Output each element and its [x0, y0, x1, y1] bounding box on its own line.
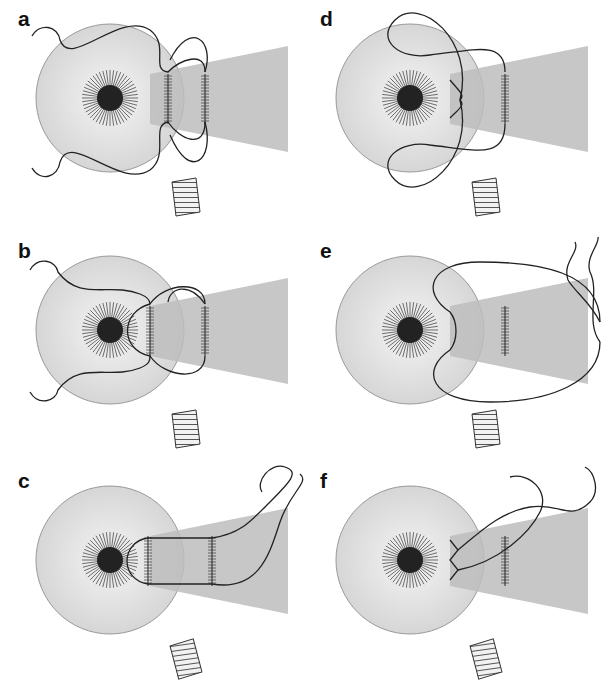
scleral-tunnel: [150, 508, 288, 614]
iris: [382, 302, 438, 358]
knife-blade: [172, 178, 200, 216]
iris: [382, 70, 438, 126]
panel-letter: d: [320, 8, 333, 29]
suture-thread: [212, 466, 292, 538]
wound-edge: [164, 74, 172, 124]
panel-letter: a: [18, 8, 30, 29]
suture-thread: [170, 122, 207, 162]
panel-letter: b: [18, 240, 31, 261]
suture-thread: [30, 356, 205, 401]
panel-letter: e: [320, 240, 332, 261]
suture-thread: [127, 538, 148, 584]
wound-edge: [501, 74, 509, 124]
eye-panel: [336, 467, 595, 680]
suture-thread: [212, 474, 303, 585]
suture-thread: [458, 467, 595, 550]
wound-edge: [501, 536, 509, 586]
suture-thread: [32, 122, 205, 177]
scleral-tunnel: [150, 278, 288, 384]
eye-globe: [336, 24, 484, 172]
suture-thread: [567, 242, 600, 322]
iris: [82, 532, 138, 588]
suture-thread: [450, 312, 456, 350]
knife-blade: [169, 638, 202, 680]
iris: [382, 532, 438, 588]
knife-blade: [172, 410, 200, 448]
suture-thread: [170, 38, 207, 72]
eye-panel: [36, 466, 303, 680]
suture-thread: [450, 540, 458, 580]
knife-blade: [472, 178, 500, 216]
suture-thread: [388, 13, 505, 100]
wound-edge: [144, 536, 152, 586]
panel-letter: f: [320, 470, 327, 491]
scleral-tunnel: [450, 278, 588, 384]
knife-blade: [469, 638, 502, 680]
suture-thread: [168, 289, 205, 304]
iris: [82, 70, 138, 126]
scleral-tunnel: [450, 46, 588, 152]
wound-edge: [208, 536, 216, 586]
suture-thread: [434, 342, 600, 402]
knife-blade: [472, 410, 500, 448]
panel-letter: c: [18, 470, 30, 491]
eye-panel: [32, 24, 288, 216]
suture-thread: [589, 237, 600, 342]
suture-thread: [32, 26, 205, 72]
wound-edge: [146, 306, 154, 356]
suture-thread: [148, 538, 212, 584]
eye-panel: [336, 13, 588, 216]
wound-edge: [501, 306, 509, 356]
eye-panel: [336, 237, 600, 448]
suture-thread: [388, 100, 505, 187]
suture-thread: [128, 304, 151, 356]
iris: [82, 302, 138, 358]
wound-edge: [201, 306, 209, 356]
scleral-tunnel: [450, 508, 588, 614]
suture-thread: [30, 261, 205, 304]
eye-panel: [30, 256, 288, 448]
wound-edge: [201, 74, 209, 124]
suture-thread: [433, 262, 600, 322]
suture-thread: [458, 476, 543, 570]
